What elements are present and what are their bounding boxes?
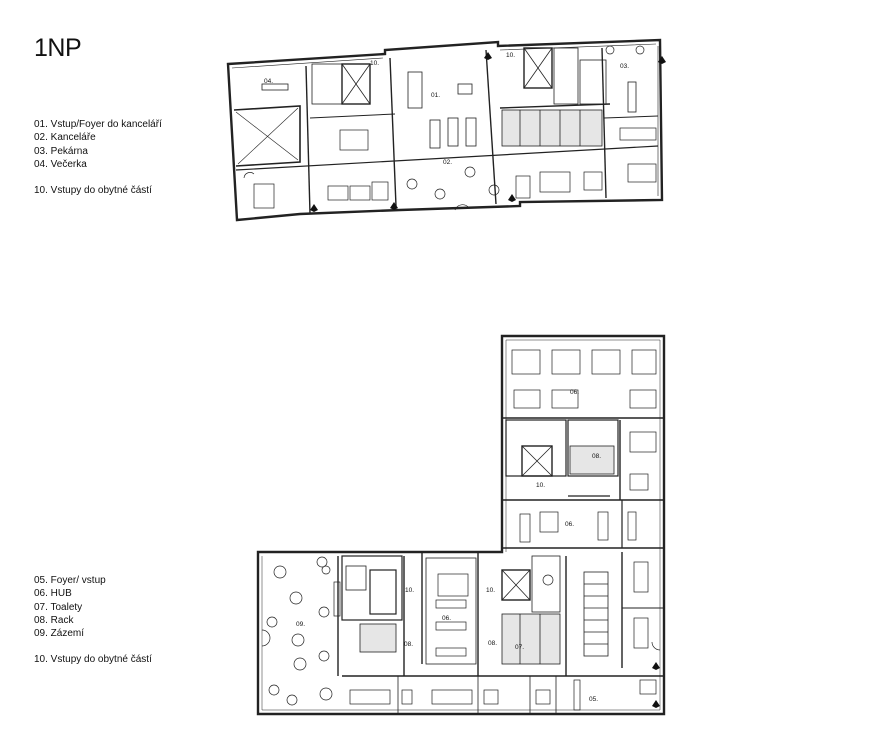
room-labels-plan-2: 05. 06. 06. 06. 07. 08. 08. 08. 09. 10. … — [296, 389, 601, 703]
room-label-10b: 10. — [506, 52, 515, 59]
room-label-08a: 08. — [592, 453, 601, 460]
room-label-10b: 10. — [405, 587, 414, 594]
room-label-04: 04. — [264, 78, 273, 85]
floor-plan-1 — [226, 38, 664, 222]
legend-plan-2: 05. Foyer/ vstup 06. HUB 07. Toalety 08.… — [34, 574, 152, 667]
legend-item: 07. Toalety — [34, 601, 83, 613]
legend-item: 02. Kanceláře — [34, 132, 96, 144]
entrance-markers-plan-1 — [310, 52, 666, 212]
legend-item: 03. Pekárna — [34, 145, 88, 157]
room-label-10c: 10. — [486, 587, 495, 594]
legend-item: 10. Vstupy do obytné částí — [34, 185, 152, 197]
room-label-01: 01. — [431, 92, 440, 99]
room-label-09: 09. — [296, 621, 305, 628]
legend-item: 06. HUB — [34, 588, 72, 600]
floor-plan-2 — [256, 334, 666, 716]
entrance-markers-plan-2 — [652, 662, 660, 708]
room-label-07: 07. — [515, 644, 524, 651]
room-label-06a: 06. — [570, 389, 579, 396]
room-label-06b: 06. — [565, 521, 574, 528]
room-labels-plan-1: 01. 02. 03. 04. 10. 10. — [264, 52, 629, 166]
room-label-06c: 06. — [442, 615, 451, 622]
room-label-05: 05. — [589, 696, 598, 703]
legend-item: 05. Foyer/ vstup — [34, 575, 106, 586]
legend-plan-1: 01. Vstup/Foyer do kanceláří 02. Kancelá… — [34, 118, 162, 197]
legend-item: 09. Zázemí — [34, 628, 85, 640]
room-label-10a: 10. — [370, 60, 379, 67]
legend-item: 10. Vstupy do obytné částí — [34, 654, 152, 666]
room-label-08c: 08. — [488, 640, 497, 647]
room-label-10a: 10. — [536, 482, 545, 489]
legend-item: 08. Rack — [34, 614, 74, 626]
legend-item: 04. Večerka — [34, 158, 87, 170]
room-label-08b: 08. — [404, 641, 413, 648]
room-label-02: 02. — [443, 159, 452, 166]
room-label-03: 03. — [620, 63, 629, 70]
legend-item: 01. Vstup/Foyer do kanceláří — [34, 119, 162, 130]
page-title: 1NP — [34, 34, 82, 62]
